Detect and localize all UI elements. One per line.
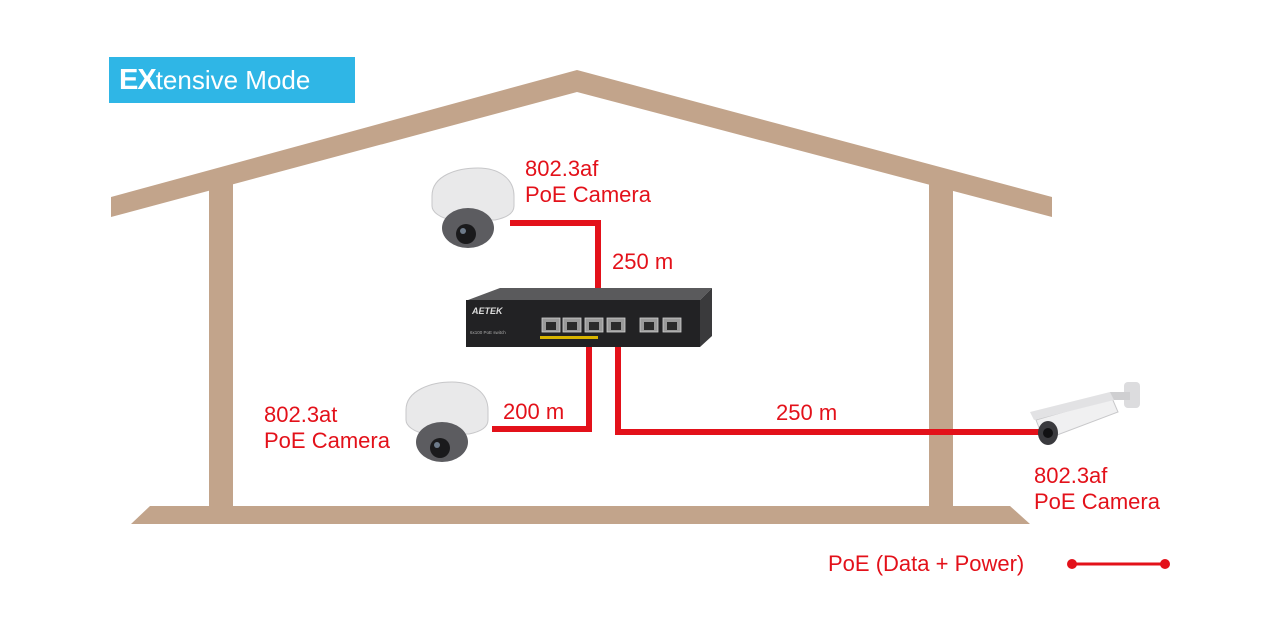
switch-model-text: 6x100 PoE switch [470, 330, 506, 335]
distance-label-right: 250 m [776, 400, 838, 425]
poe-cables [492, 220, 1040, 435]
mode-badge-suffix: tensive Mode [155, 65, 311, 95]
dome-lens [430, 438, 450, 458]
camera-standard: 802.3at [264, 402, 338, 427]
dome-lens-glint [460, 228, 466, 234]
house-wall-right [929, 184, 953, 514]
switch-brand: AETEK [471, 306, 504, 316]
bullet-camera-icon [1030, 382, 1140, 445]
dome-body [431, 167, 515, 221]
camera-standard: 802.3af [525, 156, 599, 181]
cable-right-camera [615, 340, 1040, 435]
legend-dot-right [1160, 559, 1170, 569]
port-socket [611, 322, 621, 330]
mode-badge-prefix: EX [119, 64, 157, 96]
house-roof-left [111, 70, 577, 217]
port-socket [667, 322, 677, 330]
poe-switch: AETEK 6x100 PoE switch [466, 288, 712, 347]
camera-type: PoE Camera [525, 182, 651, 207]
camera-type: PoE Camera [264, 428, 390, 453]
dome-body [405, 381, 489, 435]
bullet-mount-base [1124, 382, 1140, 408]
mode-badge: EXtensive Mode [109, 57, 355, 103]
switch-front-face [466, 300, 700, 347]
distance-label-left: 200 m [503, 399, 565, 424]
bullet-lens [1043, 428, 1053, 438]
switch-port-sockets [546, 322, 677, 330]
switch-led-strip [540, 336, 598, 339]
bullet-mount-arm [1110, 392, 1130, 400]
port-socket [644, 322, 654, 330]
dome-lens-glint [434, 442, 440, 448]
switch-top-face [468, 288, 712, 300]
house-wall-left [209, 184, 233, 514]
house-outline [111, 70, 1052, 524]
legend-label: PoE (Data + Power) [828, 551, 1025, 576]
port-socket [546, 322, 556, 330]
cable-top-camera [510, 220, 601, 300]
camera-type: PoE Camera [1034, 489, 1160, 514]
bullet-sunshield [1030, 392, 1114, 420]
switch-side-face [700, 288, 712, 347]
port-socket [567, 322, 577, 330]
port-socket [589, 322, 599, 330]
cable-left-camera [492, 340, 592, 432]
dome-lens [456, 224, 476, 244]
camera-label-right: 802.3af PoE Camera [1034, 463, 1160, 515]
legend-dot-left [1067, 559, 1077, 569]
house-roof-right [577, 70, 1052, 217]
house-floor [131, 506, 1030, 524]
camera-label-top: 802.3af PoE Camera [525, 156, 651, 208]
legend-poe-line [1067, 559, 1170, 569]
distance-label-top: 250 m [612, 249, 674, 274]
dome-camera-icon-top [431, 167, 515, 248]
camera-standard: 802.3af [1034, 463, 1108, 488]
dome-camera-icon-left [405, 381, 489, 462]
camera-label-left: 802.3at PoE Camera [264, 402, 390, 454]
